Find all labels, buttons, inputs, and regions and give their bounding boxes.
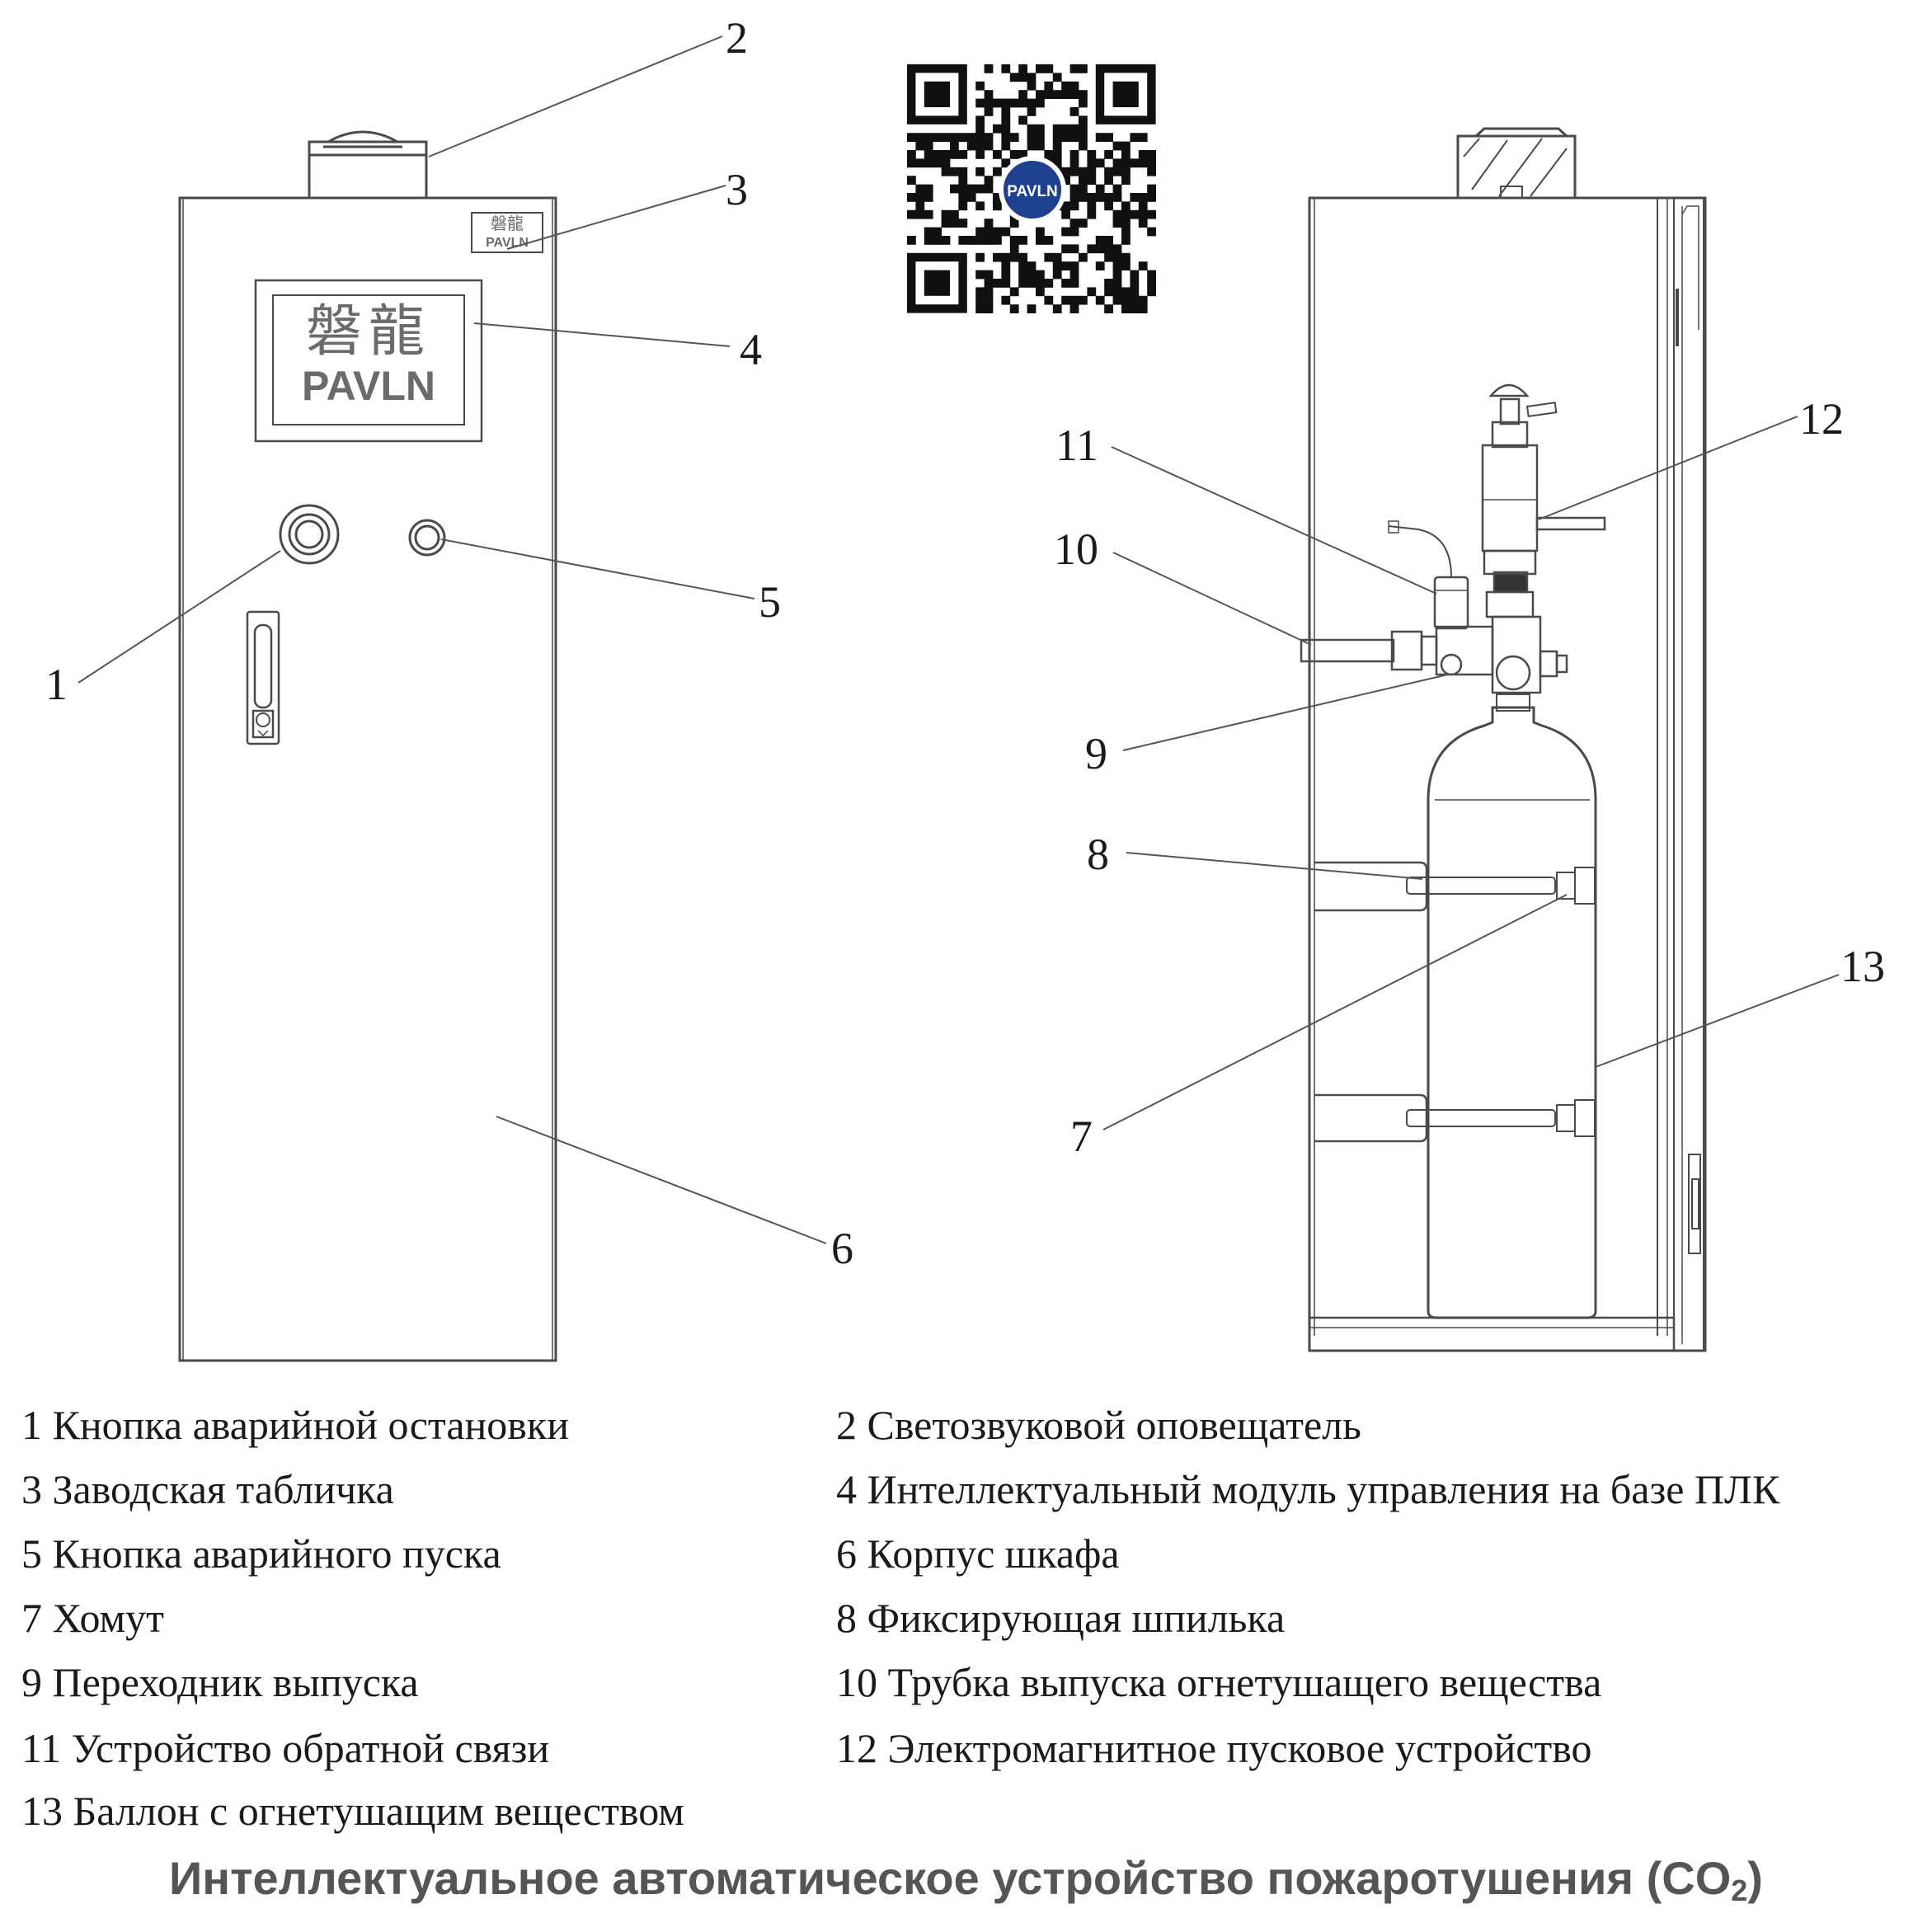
caption-subscript: 2 — [1731, 1873, 1748, 1907]
cabinet-drawing: PAVLN 磐龍 PAVLN 磐龍 PAVLN — [45, 13, 1885, 1362]
legend-item-13: 13 Баллон с огнетушащим веществом — [21, 1788, 684, 1834]
plc-logo-latin: PAVLN — [302, 363, 435, 409]
callout-2: 2 — [726, 13, 748, 63]
front-cabinet-body — [178, 196, 557, 1362]
front-view — [178, 130, 557, 1362]
callout-10: 10 — [1054, 524, 1098, 574]
callout-11: 11 — [1055, 421, 1098, 470]
callout-numbers: 1 2 3 4 5 6 7 8 9 10 11 12 13 — [45, 13, 1885, 1273]
legend-item-2: 2 Светозвуковой оповещатель — [836, 1402, 1361, 1448]
legend-item-1: 1 Кнопка аварийной остановки — [21, 1402, 569, 1448]
callout-12: 12 — [1799, 394, 1844, 444]
upper-fixing-stud — [1406, 867, 1596, 905]
section-view — [1300, 127, 1707, 1352]
leader-lines — [78, 35, 1840, 1244]
legend-item-12: 12 Электромагнитное пусковое устройство — [836, 1725, 1592, 1771]
nameplate — [471, 212, 543, 253]
legend-item-6: 6 Корпус шкафа — [836, 1530, 1120, 1577]
section-cabinet-body — [1308, 196, 1707, 1352]
legend-item-3: 3 Заводская табличка — [21, 1466, 394, 1512]
callout-4: 4 — [740, 325, 762, 374]
legend-item-4: 4 Интеллектуальный модуль управления на … — [836, 1466, 1780, 1512]
legend-item-8: 8 Фиксирующая шпилька — [836, 1595, 1286, 1641]
callout-13: 13 — [1840, 942, 1885, 991]
agent-cylinder — [1427, 693, 1597, 1319]
callout-5: 5 — [759, 577, 781, 627]
plc-module-frame — [254, 279, 483, 443]
qr-badge-text: PAVLN — [1007, 183, 1058, 200]
lower-wall-bracket — [1314, 1093, 1428, 1143]
section-alarm — [1456, 127, 1577, 200]
legend-item-11: 11 Устройство обратной связи — [21, 1725, 550, 1771]
plc-module-logo: 磐龍 PAVLN — [302, 299, 435, 409]
callout-3: 3 — [726, 165, 748, 214]
emergency-start-button — [408, 519, 446, 557]
figure-caption: Интеллектуальное автоматическое устройст… — [0, 1851, 1932, 1907]
emergency-stop-button — [279, 504, 340, 565]
nameplate-chinese: 磐龍 — [491, 214, 524, 233]
upper-wall-bracket — [1314, 861, 1428, 912]
legend-item-10: 10 Трубка выпуска огнетушащего вещества — [836, 1659, 1602, 1705]
callout-6: 6 — [831, 1224, 853, 1273]
door-handle — [246, 610, 280, 745]
nameplate-latin: PAVLN — [486, 236, 529, 250]
legend-item-5: 5 Кнопка аварийного пуска — [21, 1530, 501, 1577]
legend-item-9: 9 Переходник выпуска — [21, 1659, 419, 1705]
caption-main: Интеллектуальное автоматическое устройст… — [169, 1852, 1732, 1904]
legend-item-7: 7 Хомут — [21, 1595, 164, 1641]
callout-8: 8 — [1087, 830, 1109, 879]
valve-assembly — [1300, 383, 1606, 694]
plc-logo-chinese: 磐龍 — [306, 299, 431, 364]
lower-fixing-stud — [1406, 1099, 1596, 1137]
sound-light-alarm — [308, 130, 428, 200]
caption-end: ) — [1747, 1852, 1763, 1904]
qr-center-badge: PAVLN — [999, 156, 1066, 223]
callout-1: 1 — [45, 660, 68, 709]
callout-7: 7 — [1070, 1112, 1093, 1161]
callout-9: 9 — [1085, 729, 1107, 778]
qr-code — [907, 64, 1156, 313]
